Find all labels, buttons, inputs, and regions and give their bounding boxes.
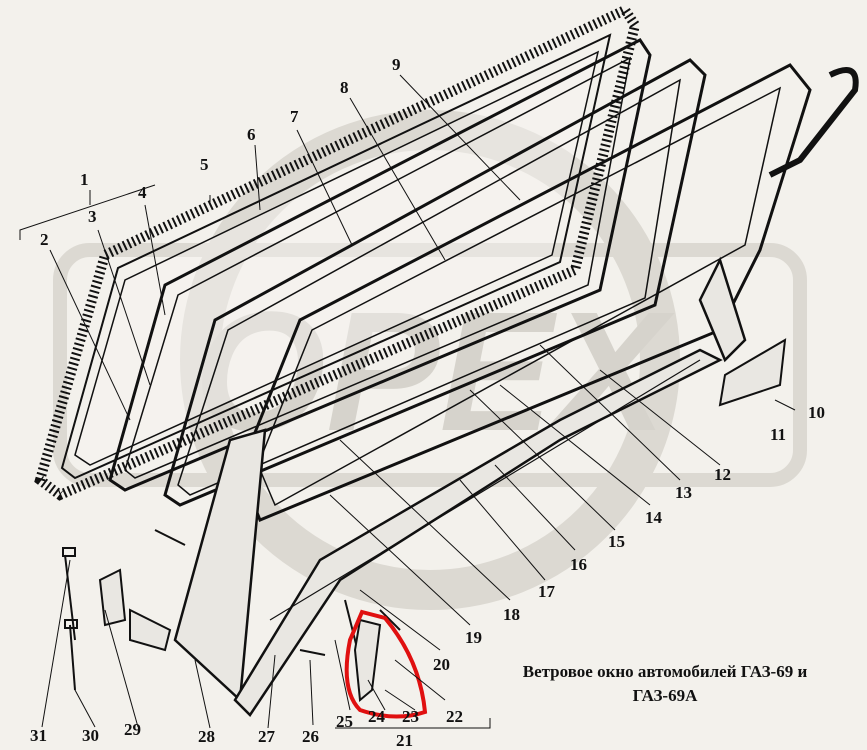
callout-20: 20: [433, 655, 450, 674]
callout-numbers: 1 2 3 4 5 6 7 8 9 10 11 12 13 14 15 16 1…: [30, 55, 825, 750]
callout-6: 6: [247, 125, 256, 144]
callout-31: 31: [30, 726, 47, 745]
highlight-outline: [344, 609, 428, 719]
callout-21: 21: [396, 731, 413, 750]
part-23-hinge: [344, 609, 428, 719]
callout-12: 12: [714, 465, 731, 484]
leader-lines: [19, 74, 796, 729]
callout-29: 29: [124, 720, 141, 739]
callout-3: 3: [88, 207, 97, 226]
diagram-caption: Ветровое окно автомобилей ГАЗ-69 и ГАЗ-6…: [470, 660, 860, 708]
callout-24: 24: [368, 707, 386, 726]
callout-18: 18: [503, 605, 520, 624]
callout-8: 8: [340, 78, 349, 97]
callout-27: 27: [258, 727, 276, 746]
caption-line-1: Ветровое окно автомобилей ГАЗ-69 и: [522, 662, 808, 681]
callout-14: 14: [645, 508, 663, 527]
callout-10: 10: [808, 403, 825, 422]
callout-4: 4: [138, 183, 147, 202]
callout-30: 30: [82, 726, 99, 745]
frame-3: [163, 58, 707, 507]
callout-11: 11: [770, 425, 786, 444]
main-frame: [238, 63, 859, 522]
bracket-10: [718, 338, 787, 407]
caption-line-2: ГАЗ-69А: [632, 686, 698, 705]
callout-13: 13: [675, 483, 692, 502]
callout-23: 23: [402, 707, 419, 726]
callout-16: 16: [570, 555, 587, 574]
callout-7: 7: [290, 107, 299, 126]
callout-26: 26: [302, 727, 319, 746]
callout-28: 28: [198, 727, 215, 746]
pillar-and-base: [173, 256, 747, 717]
callout-25: 25: [336, 712, 353, 731]
callout-22: 22: [446, 707, 463, 726]
callout-15: 15: [608, 532, 625, 551]
frame-4: [108, 38, 652, 492]
callout-17: 17: [538, 582, 556, 601]
callout-5: 5: [200, 155, 209, 174]
callout-9: 9: [392, 55, 401, 74]
callout-2: 2: [40, 230, 49, 249]
glass-frame-5: [34, 3, 641, 501]
callout-1: 1: [80, 170, 89, 189]
fasteners: [62, 529, 401, 691]
callout-19: 19: [465, 628, 482, 647]
